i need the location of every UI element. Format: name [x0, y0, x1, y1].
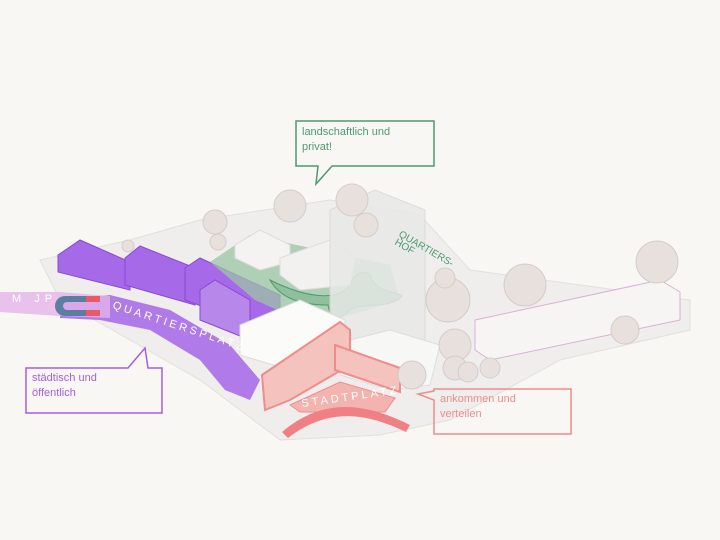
mjp-label: M JP: [12, 293, 57, 305]
callout-pink: ankommen und verteilen: [440, 392, 516, 422]
stadtplatz-buildings: [260, 320, 401, 412]
trees: [121, 183, 679, 390]
stadtplatz-area: [288, 381, 396, 413]
quartiersplatz-area: [60, 295, 260, 400]
magnet-icon: [55, 296, 100, 316]
purple-buildings: [57, 239, 281, 341]
callout-purple-box: [25, 346, 163, 414]
callout-pink-line2: verteilen: [440, 408, 482, 420]
callout-pink-line1: ankommen und: [440, 393, 516, 405]
callout-purple-line2: öffentlich: [32, 387, 76, 399]
callout-purple-line1: städtisch und: [32, 372, 97, 384]
callout-pink-box: [415, 388, 572, 435]
callout-green-box: [295, 120, 435, 187]
callout-green-line2: privat!: [302, 141, 332, 153]
callout-green: landschaftlich und privat!: [302, 125, 390, 155]
callout-green-line1: landschaftlich und: [302, 126, 391, 138]
stadtplatz-arrow: [282, 407, 410, 438]
callout-purple: städtisch und öffentlich: [32, 371, 97, 401]
